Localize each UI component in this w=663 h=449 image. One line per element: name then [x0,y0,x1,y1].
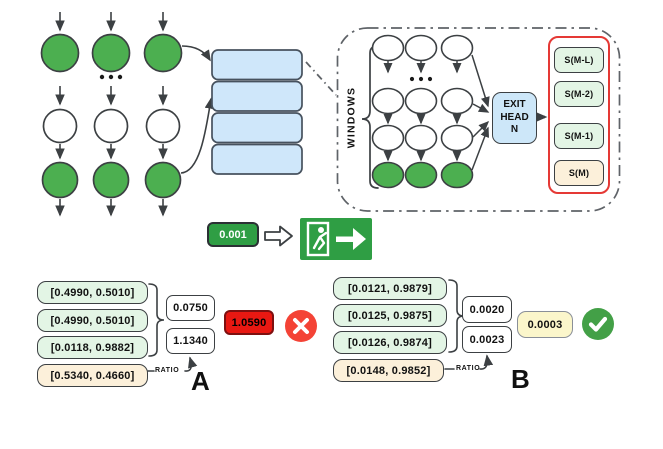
implies-arrow-icon [264,225,293,247]
output-score-box: S(M) [554,160,604,186]
exit-sign-icon [300,218,372,260]
window-score-box: [0.0121, 0.9879] [333,277,447,300]
token-grid-arrows [55,12,215,217]
window-score-box: [0.4990, 0.5010] [37,281,148,304]
diff-value-box: 0.0020 [462,296,512,323]
example-b-connectors [444,279,494,370]
example-a-label: A [191,366,210,396]
output-score-box: S(M-L) [554,47,604,73]
ellipsis-dots-windows [409,76,433,82]
token-node-green [40,33,80,73]
dashdot-connector [305,61,337,96]
token-node-white [93,108,129,144]
window-score-box: [0.4990, 0.5010] [37,309,148,332]
window-score-box: [0.0126, 0.9874] [333,331,447,354]
token-node-green [91,33,131,73]
ratio-label: RATIO [155,367,180,374]
token-node-green [144,161,182,199]
buffer-stack [211,49,303,175]
token-node-white [145,108,181,144]
current-score-box: [0.5340, 0.4660] [37,364,148,387]
token-node-green [41,161,79,199]
x-circle-icon [285,310,317,342]
window-score-box: [0.0125, 0.9875] [333,304,447,327]
windows-label: WINDOWS [345,86,358,149]
window-score-box: [0.0118, 0.9882] [37,336,148,359]
output-score-box: S(M-1) [554,123,604,149]
token-grid-circles [40,33,183,199]
diff-value-box: 1.1340 [166,328,215,354]
token-node-white [42,108,78,144]
exit-head-line: HEAD [500,111,529,123]
token-node-green [143,33,183,73]
threshold-value-box: 0.001 [207,222,259,247]
check-circle-icon [582,308,614,340]
diff-value-box: 0.0023 [462,326,512,353]
output-score-box: S(M-2) [554,81,604,107]
ratio-label: RATIO [456,365,481,372]
exit-head-box: EXIT HEAD N [492,92,537,144]
token-node-green [92,161,130,199]
exit-head-line: EXIT [503,99,526,111]
windows-brace [361,45,379,189]
example-b-label: B [511,364,530,394]
exit-head-line: N [510,124,519,136]
diff-value-box: 0.0750 [166,295,215,321]
current-score-box: [0.0148, 0.9852] [333,359,444,382]
windows-grid-circles [371,34,474,189]
ellipsis-dots-left [99,74,123,80]
final-ratio-box-pass: 0.0003 [517,311,573,338]
final-ratio-box-fail: 1.0590 [224,310,274,335]
